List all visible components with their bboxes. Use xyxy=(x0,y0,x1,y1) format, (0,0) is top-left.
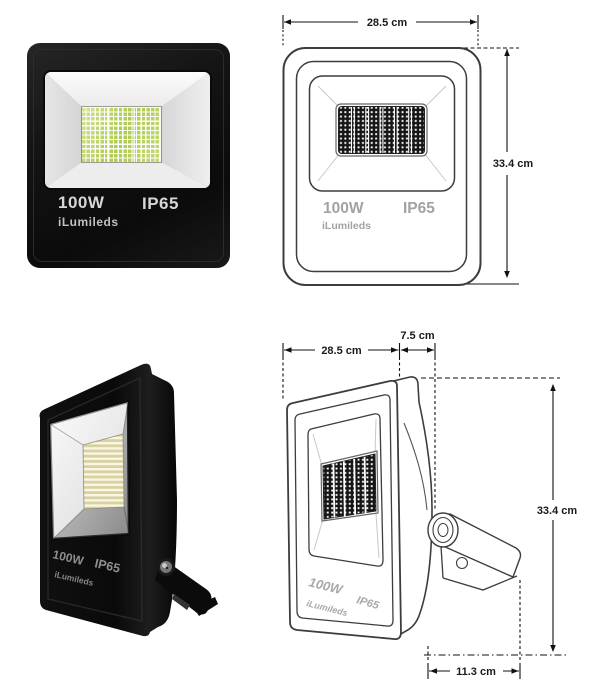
housing-bezel-line xyxy=(47,376,143,622)
housing-outline-front xyxy=(282,47,482,286)
dim-base-label: 11.3 cm xyxy=(456,666,496,678)
ip-rating-label: IP65 xyxy=(142,194,179,213)
reflector-angled xyxy=(48,400,131,541)
dim-side-depth: 7.5 cm xyxy=(400,330,435,353)
led-panel-angled xyxy=(82,433,125,510)
dim-side-height: 33.4 cm xyxy=(421,377,578,656)
dim-width-label: 28.5 cm xyxy=(321,345,362,357)
brand-label: iLumileds xyxy=(322,220,371,232)
brand-label: iLumileds xyxy=(58,215,119,229)
dim-width-label: 28.5 cm xyxy=(367,17,408,29)
dim-height-label: 33.4 cm xyxy=(537,505,578,517)
drawing-front-view: 28.5 cm 33.4 cm xyxy=(282,15,534,286)
ip-rating-label: IP65 xyxy=(403,200,435,217)
dim-depth-label: 7.5 cm xyxy=(400,330,434,342)
housing-bezel xyxy=(33,49,224,262)
wattage-label: 100W xyxy=(58,193,105,212)
dim-front-width: 28.5 cm xyxy=(282,15,479,46)
photo-front-view: 100W IP65 iLumileds xyxy=(27,43,230,268)
ip-rating-label: IP65 xyxy=(93,556,121,575)
dim-front-height: 33.4 cm xyxy=(462,47,534,285)
led-panel-drawing-side xyxy=(320,450,379,522)
wattage-label: 100W xyxy=(323,200,364,217)
led-panel-drawing xyxy=(335,103,428,157)
drawing-side-view: 28.5 cm 7.5 cm xyxy=(282,330,578,679)
reflector xyxy=(45,72,210,188)
mounting-bracket-drawing xyxy=(427,512,522,591)
mounting-bracket xyxy=(155,558,218,616)
dim-side-base: 11.3 cm xyxy=(427,580,521,679)
led-panel xyxy=(82,107,161,162)
dim-height-label: 33.4 cm xyxy=(493,158,534,170)
photo-angled-view: 100W IP65 iLumileds xyxy=(39,363,218,637)
dim-side-width: 28.5 cm xyxy=(282,343,436,357)
